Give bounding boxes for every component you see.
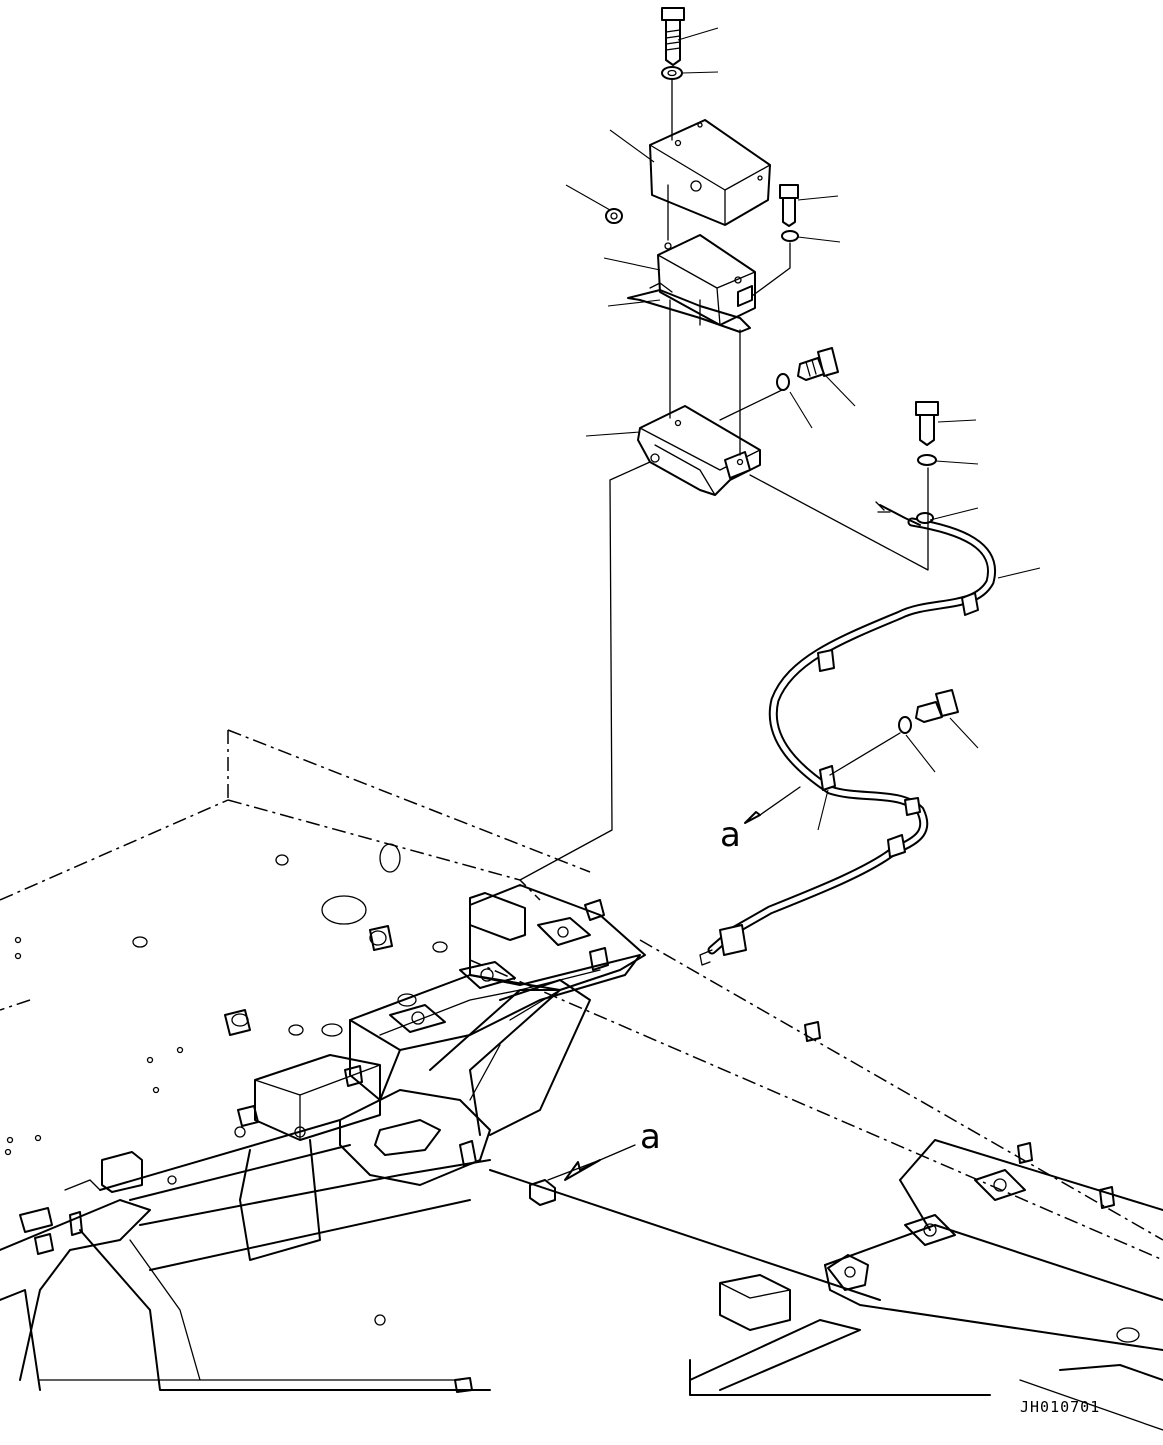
controller-assembly: [519, 7, 1041, 1181]
arrow-upper: [744, 811, 761, 824]
bolt-top: [661, 7, 685, 80]
mount-pads: [389, 917, 1026, 1291]
machine-frame: [0, 729, 1163, 1431]
view-label-upper: a: [720, 815, 741, 855]
controller-unit: [627, 234, 756, 333]
frame-brackets: [19, 892, 1115, 1393]
bolt-harness: [915, 401, 939, 466]
drawing-code: JH010701: [1020, 1398, 1100, 1416]
deck-holes: [4, 843, 1140, 1343]
arrow-lower: [564, 1159, 601, 1181]
bolt-clamp: [898, 689, 959, 734]
cover-box: [605, 119, 771, 226]
bolt-bracket: [776, 347, 839, 391]
bolt-cover: [779, 184, 799, 242]
leader-lines: [565, 27, 1041, 831]
view-label-lower: a: [640, 1117, 661, 1157]
mount-bracket: [637, 405, 761, 496]
wire-harness: [699, 501, 996, 966]
